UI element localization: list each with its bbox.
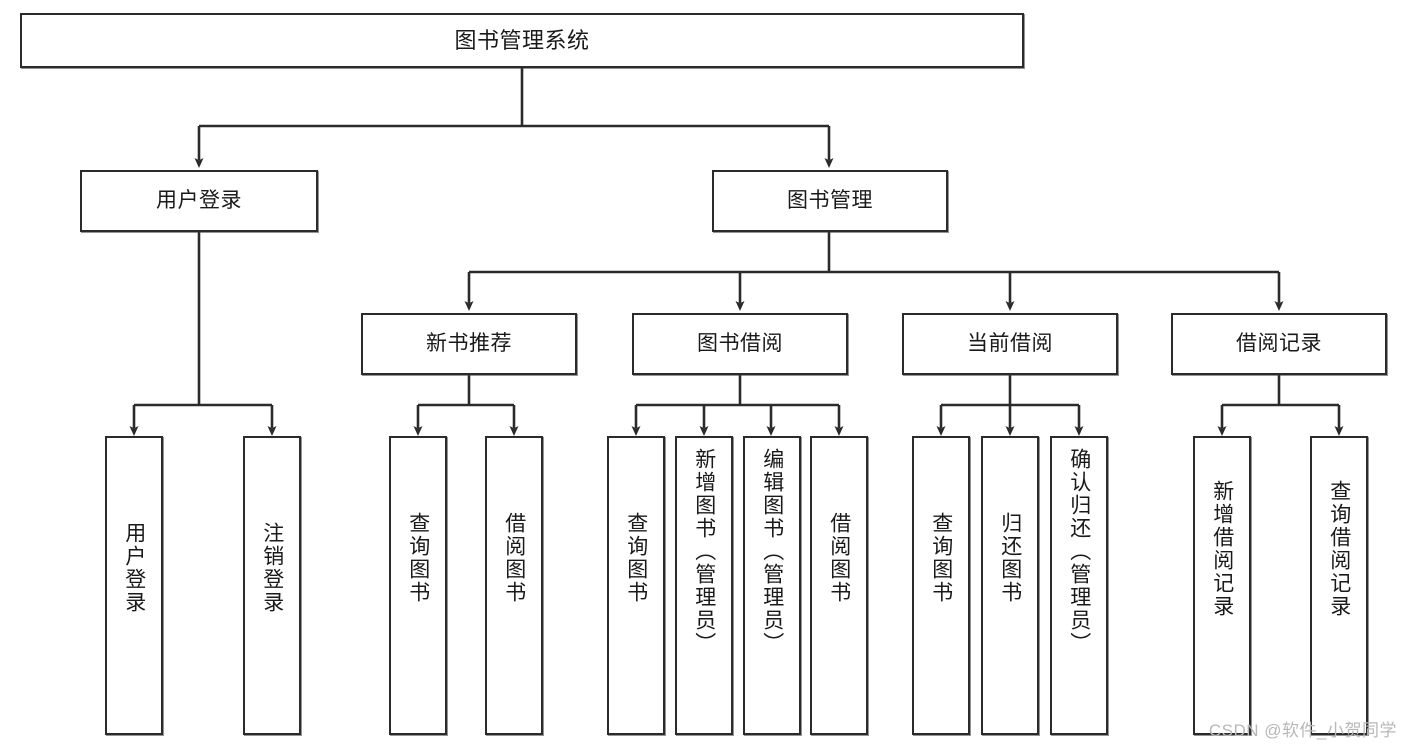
node-label: 新增图书（管理员） [692, 448, 716, 655]
node-label: 查询图书 [929, 512, 953, 604]
node-current-borrow[interactable]: 当前借阅 [902, 313, 1118, 375]
node-label: 查询图书 [406, 512, 430, 604]
node-label: 确认归还（管理员） [1067, 448, 1091, 655]
node-label: 归还图书 [998, 512, 1022, 604]
node-label: 用户登录 [122, 522, 146, 614]
node-label: 用户登录 [156, 188, 242, 212]
node-leaf-query-borrow-record[interactable]: 查询借阅记录 [1310, 436, 1368, 735]
node-leaf-add-borrow-record[interactable]: 新增借阅记录 [1193, 436, 1251, 735]
node-label: 查询图书 [624, 512, 648, 604]
node-leaf-return-book[interactable]: 归还图书 [981, 436, 1039, 735]
node-label: 注销登录 [260, 522, 284, 614]
node-label: 借阅图书 [502, 512, 526, 604]
node-leaf-edit-book-admin[interactable]: 编辑图书（管理员） [743, 436, 801, 735]
node-leaf-borrow-book-recommend[interactable]: 借阅图书 [485, 436, 543, 735]
node-leaf-query-book-borrow[interactable]: 查询图书 [607, 436, 665, 735]
node-book-management[interactable]: 图书管理 [712, 170, 948, 232]
node-book-borrow[interactable]: 图书借阅 [632, 313, 848, 375]
node-label: 图书借阅 [697, 331, 783, 355]
node-label: 借阅图书 [827, 512, 851, 604]
node-user-login[interactable]: 用户登录 [80, 170, 318, 232]
node-root-book-management-system[interactable]: 图书管理系统 [20, 13, 1024, 68]
node-new-book-recommend[interactable]: 新书推荐 [361, 313, 577, 375]
node-label: 当前借阅 [967, 331, 1053, 355]
node-leaf-add-book-admin[interactable]: 新增图书（管理员） [675, 436, 733, 735]
node-label: 图书管理 [787, 188, 873, 212]
node-leaf-query-book-recommend[interactable]: 查询图书 [389, 436, 447, 735]
node-leaf-borrow-book[interactable]: 借阅图书 [810, 436, 868, 735]
node-leaf-confirm-return-admin[interactable]: 确认归还（管理员） [1050, 436, 1108, 735]
node-label: 借阅记录 [1236, 331, 1322, 355]
node-leaf-query-book-current[interactable]: 查询图书 [912, 436, 970, 735]
node-label: 查询借阅记录 [1327, 480, 1351, 618]
node-label: 图书管理系统 [454, 27, 590, 53]
node-label: 新书推荐 [426, 331, 512, 355]
node-label: 新增借阅记录 [1210, 480, 1234, 618]
node-borrow-record[interactable]: 借阅记录 [1171, 313, 1387, 375]
watermark-text: CSDN @软件_小贺同学 [1208, 721, 1397, 740]
node-leaf-logout-login[interactable]: 注销登录 [243, 436, 301, 735]
node-label: 编辑图书（管理员） [760, 448, 784, 655]
node-leaf-user-login[interactable]: 用户登录 [105, 436, 163, 735]
